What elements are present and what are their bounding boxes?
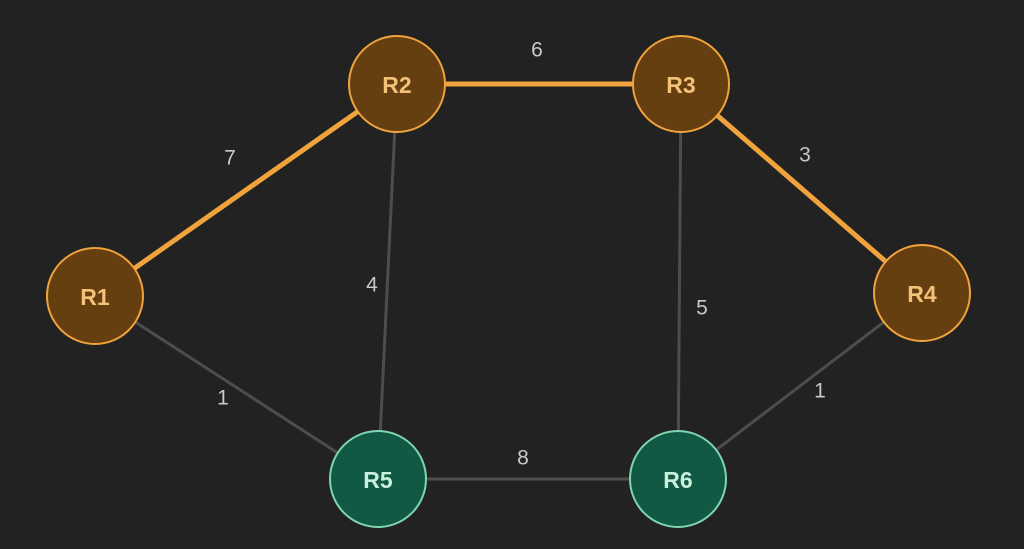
node-R5[interactable]: R5 xyxy=(329,430,427,528)
edge-R1-R2 xyxy=(92,81,400,299)
edge-weight-R2-R5: 4 xyxy=(366,274,378,297)
node-circle[interactable] xyxy=(46,247,144,345)
node-R3[interactable]: R3 xyxy=(632,35,730,133)
node-label: R1 xyxy=(80,284,110,310)
edge-labels-layer: 7 6 3 1 4 5 8 1 xyxy=(217,39,826,470)
node-circle[interactable] xyxy=(329,430,427,528)
node-circle[interactable] xyxy=(629,430,727,528)
node-label: R2 xyxy=(382,72,411,98)
edge-R1-R5 xyxy=(93,294,380,481)
edge-R2-R5 xyxy=(376,82,399,481)
node-circle[interactable] xyxy=(348,35,446,133)
node-R2[interactable]: R2 xyxy=(348,35,446,133)
edge-R3-R6 xyxy=(676,82,683,481)
node-R6[interactable]: R6 xyxy=(629,430,727,528)
node-circle[interactable] xyxy=(873,244,971,342)
node-label: R4 xyxy=(907,281,937,307)
edge-R3-R4 xyxy=(678,81,925,296)
node-label: R5 xyxy=(363,467,393,493)
edge-weight-R1-R5: 1 xyxy=(217,387,229,410)
edge-weight-R5-R6: 8 xyxy=(517,447,529,470)
edges-layer xyxy=(92,81,925,481)
edge-R4-R6 xyxy=(676,291,924,481)
node-label: R6 xyxy=(663,467,692,493)
node-label: R3 xyxy=(666,72,695,98)
node-circle[interactable] xyxy=(632,35,730,133)
edge-weight-R2-R3: 6 xyxy=(531,39,543,62)
edge-weight-R3-R4: 3 xyxy=(799,144,811,167)
node-R4[interactable]: R4 xyxy=(873,244,971,342)
edge-weight-R4-R6: 1 xyxy=(814,380,826,403)
edge-weight-R3-R6: 5 xyxy=(696,297,708,320)
node-R1[interactable]: R1 xyxy=(46,247,144,345)
edge-weight-R1-R2: 7 xyxy=(224,147,236,170)
